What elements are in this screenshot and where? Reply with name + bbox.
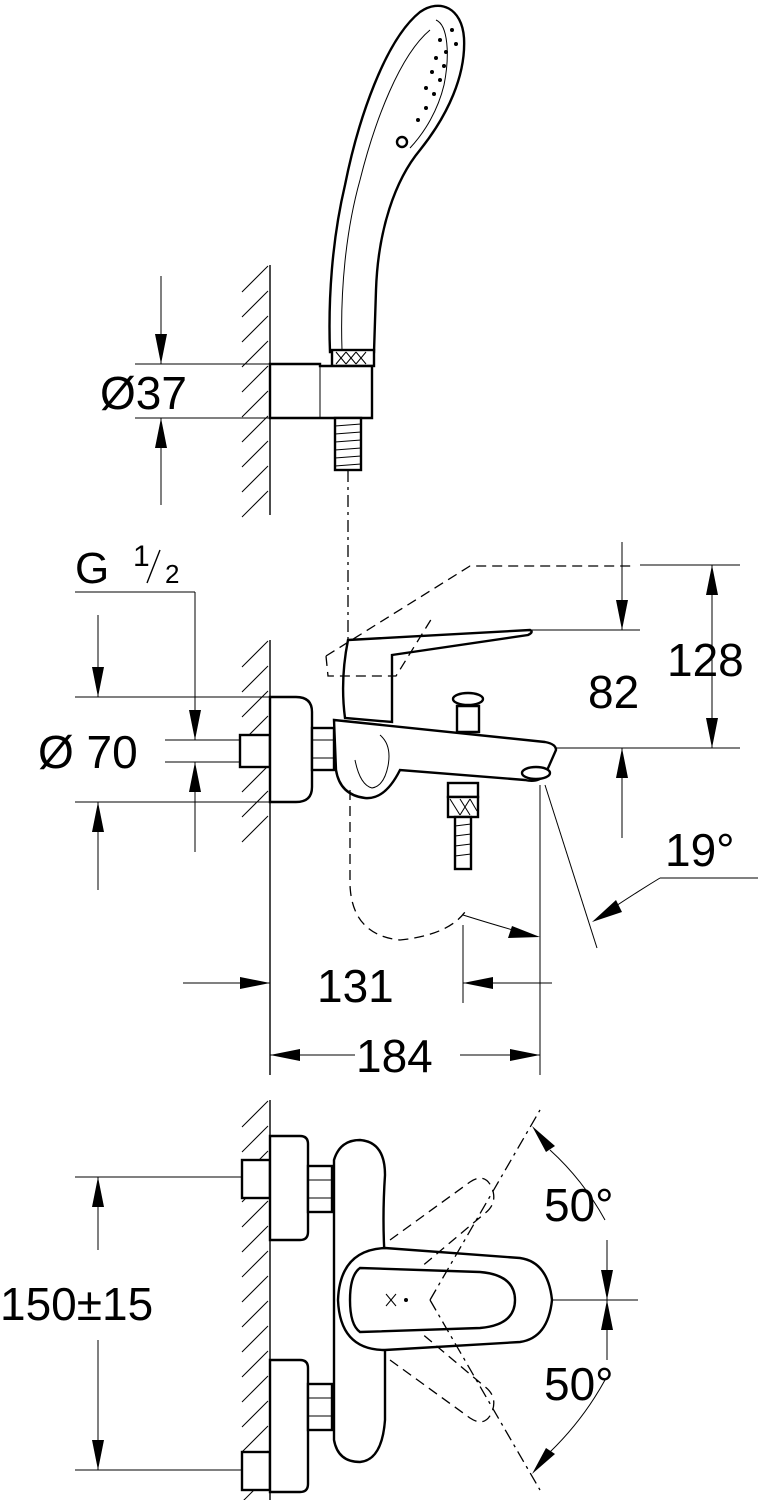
nut-bottom: [306, 1382, 334, 1432]
mixer-side-section: G 1 2 Ø 70: [38, 540, 758, 1082]
projection-total-label: 184: [356, 1030, 433, 1082]
shower-nozzles: [416, 28, 458, 122]
shower-hose: [333, 416, 363, 472]
lever-swing-down: [389, 1331, 495, 1423]
rosette-bottom: [268, 1358, 310, 1494]
projection-inner-label: 131: [317, 960, 394, 1012]
lever-angle-top-label: 50°: [544, 1179, 614, 1231]
spout-outlet: [520, 765, 552, 781]
hose-connector-nut: [446, 781, 480, 799]
lever-swing-up: [389, 1177, 495, 1269]
connector-top: [240, 1158, 272, 1200]
swing-axis-down: [429, 1299, 541, 1491]
nut-top: [306, 1164, 334, 1214]
swing-axis-up: [429, 1109, 541, 1301]
center-distance-label: 150±15: [0, 1278, 153, 1330]
wall-hatch-top: [241, 265, 269, 518]
lever-swing-outline: [325, 565, 633, 677]
spout-angle-label: 19°: [665, 824, 735, 876]
lever-angle-bottom-label: 50°: [544, 1358, 614, 1410]
thread-numerator: 1: [133, 540, 150, 573]
connector-bottom: [240, 1450, 272, 1492]
thread-denominator: 2: [165, 559, 179, 589]
holder-diameter-label: Ø37: [100, 367, 187, 419]
rosette-diameter-label: Ø 70: [38, 726, 138, 778]
spout-height-label: 82: [588, 666, 639, 718]
diverter-knob: [455, 704, 481, 734]
rosette: [268, 695, 314, 804]
spout-angle-line: [544, 784, 598, 949]
rosette-top: [268, 1134, 310, 1242]
mixer-body: [332, 718, 558, 800]
wall-holder: [268, 362, 374, 420]
spout-height-total-label: 128: [667, 634, 744, 686]
wall-connector: [238, 733, 272, 769]
union-nut: [310, 726, 336, 772]
shower-head: [328, 4, 466, 354]
mixer-top-section: 50° 50° 150±15: [0, 1100, 638, 1500]
mixer-lever: [341, 628, 533, 724]
shower-connector: [330, 348, 376, 368]
hand-shower-section: Ø37: [100, 4, 466, 660]
thread-letter: G: [75, 544, 109, 593]
